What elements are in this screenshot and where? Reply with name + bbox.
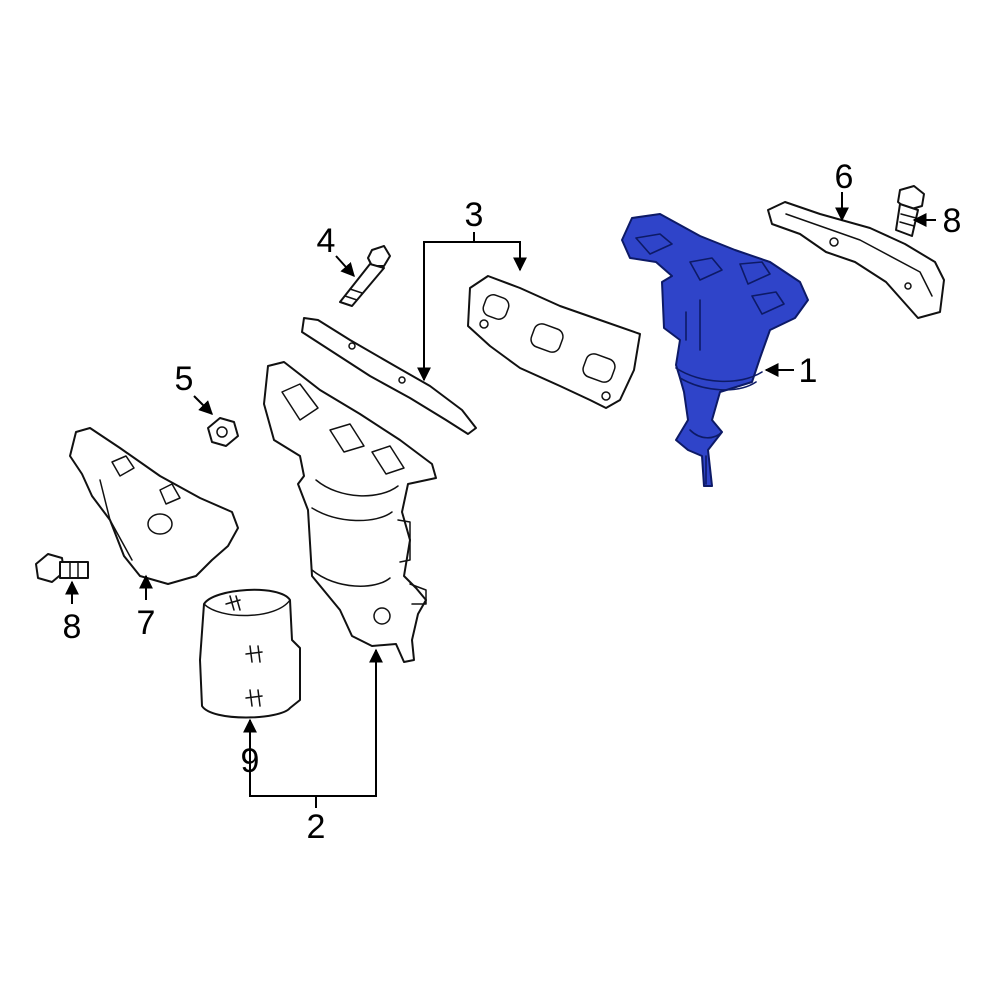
leader-4 [335,255,355,278]
callout-3: 3 [465,196,484,234]
callout-2: 2 [307,808,326,846]
callout-8-left: 8 [63,608,82,646]
part-2-manifold-converter[interactable] [263,361,437,663]
part-9-converter-shield[interactable] [199,588,301,719]
callout-labels: 1 2 3 4 5 6 7 8 8 9 [63,158,962,846]
part-8-bolt-left[interactable] [35,553,89,583]
callout-7: 7 [137,604,156,642]
leader-lines [65,192,936,808]
leader-5 [193,395,213,415]
callout-4: 4 [317,222,336,260]
leader-3-right [474,241,527,272]
part-5-nut[interactable] [207,417,239,447]
leader-2-bracket [249,648,383,797]
part-4-stud-bolt[interactable] [339,245,391,307]
part-3-gasket-front[interactable] [301,317,477,435]
callout-1: 1 [799,352,818,390]
leader-3-left [417,232,475,382]
callout-5: 5 [175,360,194,398]
part-8-bolt-right[interactable] [895,185,925,237]
callout-9: 9 [241,742,260,780]
callout-8-right: 8 [943,202,962,240]
part-1-manifold-converter[interactable] [621,213,809,487]
part-3-gasket-rear[interactable] [467,275,641,409]
callout-6: 6 [835,158,854,196]
part-7-heat-shield[interactable] [69,427,239,585]
